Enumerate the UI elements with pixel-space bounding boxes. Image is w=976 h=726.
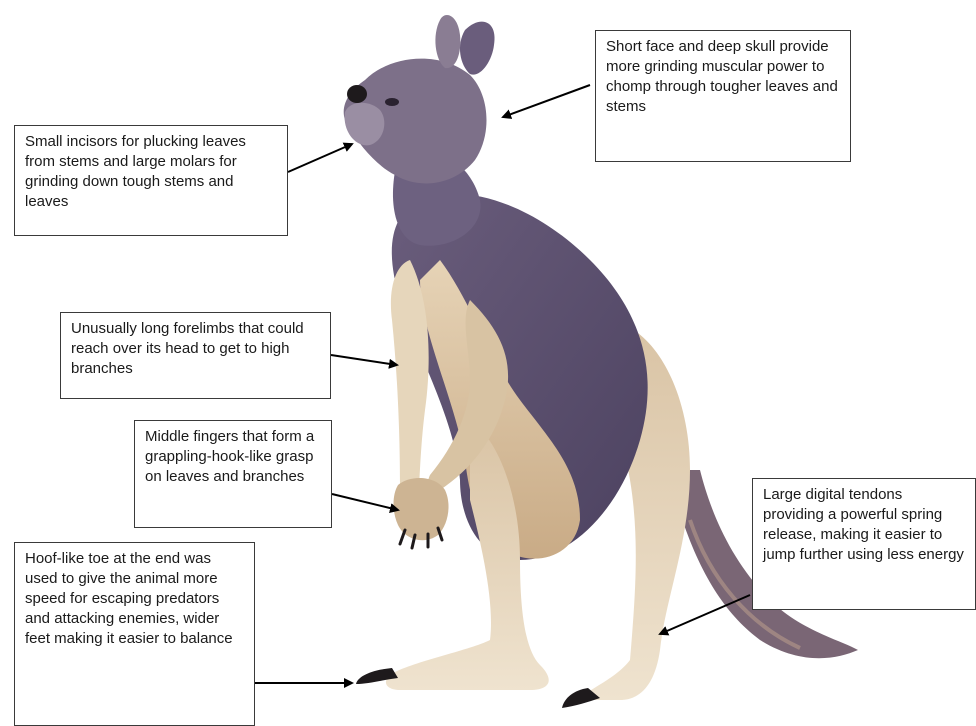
- callout-forelimbs: Unusually long forelimbs that could reac…: [60, 312, 331, 399]
- callout-skull: Short face and deep skull provide more g…: [595, 30, 851, 162]
- nose: [347, 85, 367, 103]
- muzzle: [345, 103, 385, 146]
- callout-fingers: Middle fingers that form a grappling-hoo…: [134, 420, 332, 528]
- ear-left: [435, 15, 460, 68]
- ear-right: [460, 22, 495, 75]
- callout-teeth: Small incisors for plucking leaves from …: [14, 125, 288, 236]
- callout-toe: Hoof-like toe at the end was used to giv…: [14, 542, 255, 726]
- eye: [385, 98, 399, 106]
- callout-tendons: Large digital tendons providing a powerf…: [752, 478, 976, 610]
